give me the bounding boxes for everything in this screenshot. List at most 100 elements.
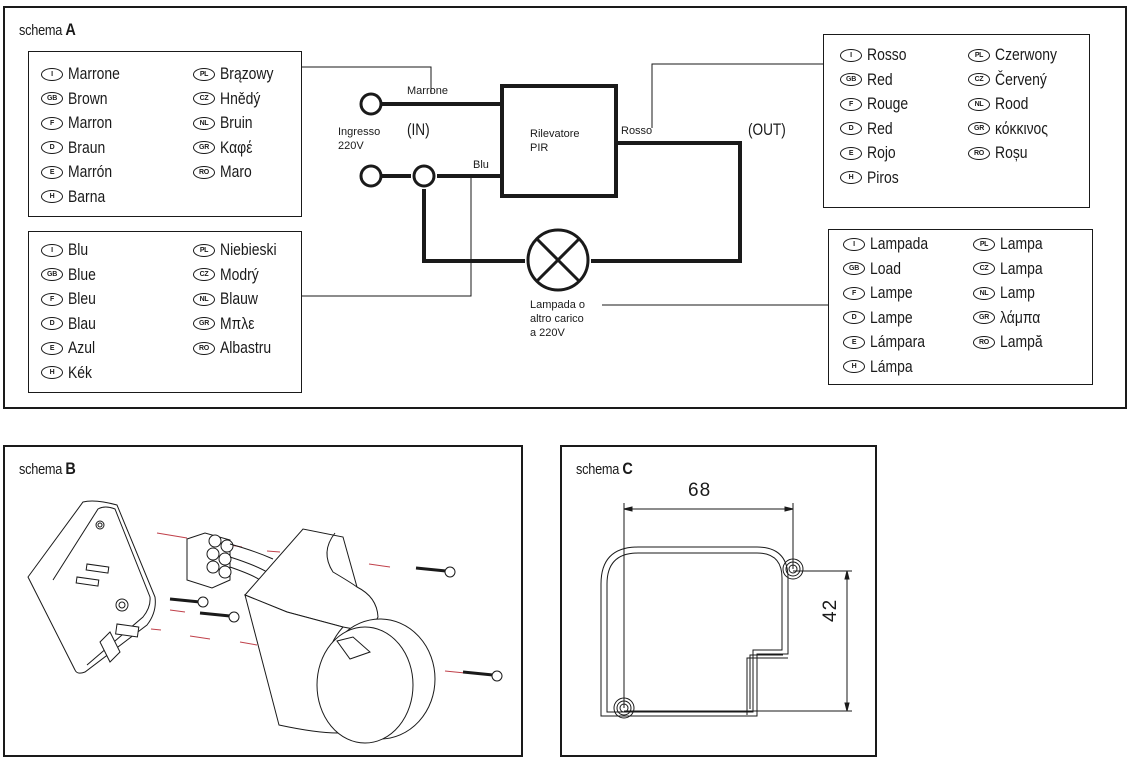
detector-label-2: PIR	[530, 142, 549, 154]
legend-word: Roșu	[995, 143, 1028, 163]
lang-badge: D	[840, 122, 862, 136]
legend-word: Czerwony	[995, 45, 1057, 65]
lang-badge: E	[840, 146, 862, 160]
schema-c-panel: schema C 68	[560, 445, 877, 757]
lang-badge: GR	[193, 317, 215, 331]
legend-word: Lampe	[870, 283, 913, 303]
schema-b-panel: schema B	[3, 445, 523, 757]
legend-row: PL Czerwony	[968, 43, 1071, 68]
out-label: (OUT)	[748, 120, 786, 139]
lang-badge: NL	[973, 286, 995, 300]
lang-badge: H	[41, 190, 63, 204]
legend-word: Blauw	[220, 289, 258, 309]
legend-row: NL Blauw	[193, 287, 289, 312]
lang-badge: E	[41, 341, 63, 355]
legend-word: Braun	[68, 137, 106, 157]
legend-word: Μπλε	[220, 313, 255, 333]
wire-red-out	[591, 141, 742, 263]
lang-badge: NL	[193, 116, 215, 130]
lamp-label-2: altro carico	[530, 313, 584, 325]
wire-label-red: Rosso	[621, 125, 653, 137]
lamp-label-3: a 220V	[530, 327, 565, 339]
legend-word: Marrón	[68, 162, 113, 182]
lang-badge: NL	[193, 292, 215, 306]
lang-badge: GB	[840, 73, 862, 87]
legend-row: PL Lampa	[973, 232, 1052, 257]
lamp-label-1: Lampada o	[530, 299, 586, 311]
legend-word: Lámpa	[870, 356, 913, 376]
lang-badge: F	[843, 286, 865, 300]
lang-badge: I	[41, 67, 63, 81]
legend-word: Blue	[68, 264, 96, 284]
screw	[462, 670, 503, 682]
legend-word: Lampa	[1000, 234, 1043, 254]
legend-row: I Marrone	[41, 62, 131, 87]
screw	[199, 611, 240, 623]
schema-a-title: schema A	[19, 20, 76, 39]
legend-word: Red	[867, 118, 893, 138]
legend-word: Piros	[867, 167, 899, 187]
lang-badge: GB	[41, 268, 63, 282]
legend-word: Rojo	[867, 143, 896, 163]
legend-word: Marron	[68, 113, 113, 133]
leader-brown	[302, 66, 432, 94]
lang-badge: E	[41, 165, 63, 179]
lang-badge: PL	[193, 67, 215, 81]
lang-badge: NL	[968, 97, 990, 111]
pir-detector-box	[500, 84, 618, 198]
detector-label-1: Rilevatore	[530, 128, 580, 140]
input-label-2: 220V	[338, 140, 364, 152]
legend-row: F Lampe	[843, 281, 941, 306]
legend-word: Marrone	[68, 64, 120, 84]
terminal-junction	[412, 164, 436, 188]
lang-badge: D	[41, 141, 63, 155]
lang-badge: H	[843, 360, 865, 374]
lang-badge: PL	[968, 48, 990, 62]
schema-c-title: schema C	[576, 459, 633, 478]
lang-badge: I	[840, 48, 862, 62]
lang-badge: CZ	[968, 73, 990, 87]
legend-word: Blu	[68, 240, 89, 260]
legend-word: κόκκινος	[995, 118, 1049, 138]
legend-row: E Marrón	[41, 160, 131, 185]
legend-word: Lámpara	[870, 332, 926, 352]
legend-word: Brown	[68, 88, 108, 108]
legend-row: D Red	[840, 117, 917, 142]
pir-sensor-head	[244, 528, 436, 744]
lang-badge: GR	[973, 311, 995, 325]
legend-row: RO Roșu	[968, 141, 1071, 166]
wire-label-brown: Marrone	[407, 85, 448, 97]
lang-badge: D	[41, 317, 63, 331]
exploded-assembly-drawing	[27, 500, 503, 744]
lang-badge: PL	[973, 237, 995, 251]
lang-badge: RO	[968, 146, 990, 160]
legend-word: Albastru	[220, 338, 272, 358]
wiring-diagram	[302, 63, 841, 306]
base-outline-inner	[606, 552, 783, 713]
lang-badge: F	[840, 97, 862, 111]
schema-a-panel: schema A Mar	[3, 6, 1127, 409]
lang-badge: CZ	[193, 92, 215, 106]
dimension-height-label: 42	[820, 598, 841, 622]
